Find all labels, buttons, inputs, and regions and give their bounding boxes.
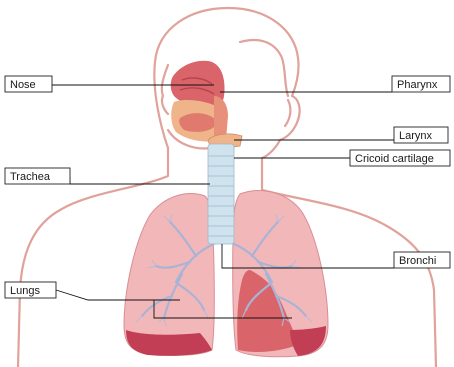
label-larynx: Larynx bbox=[394, 127, 448, 143]
label-trachea-text: Trachea bbox=[10, 171, 51, 183]
label-pharynx: Pharynx bbox=[392, 76, 450, 92]
left-lung bbox=[124, 194, 214, 356]
trachea-body bbox=[208, 144, 234, 244]
trachea-leader bbox=[70, 176, 210, 184]
label-nose-text: Nose bbox=[10, 79, 36, 91]
hair-line bbox=[240, 40, 288, 96]
label-lungs: Lungs bbox=[5, 282, 56, 298]
label-lungs-text: Lungs bbox=[10, 285, 40, 297]
ear-line bbox=[285, 100, 290, 126]
label-trachea: Trachea bbox=[5, 168, 70, 184]
label-nose: Nose bbox=[5, 76, 52, 92]
label-pharynx-text: Pharynx bbox=[397, 79, 438, 91]
trachea-tube bbox=[208, 144, 234, 244]
label-cricoid-text: Cricoid cartilage bbox=[355, 153, 434, 165]
label-cricoid: Cricoid cartilage bbox=[350, 150, 450, 166]
label-larynx-text: Larynx bbox=[399, 130, 433, 142]
nose-profile bbox=[162, 65, 168, 114]
nasal-cavity bbox=[171, 61, 228, 142]
label-bronchi-text: Bronchi bbox=[399, 255, 436, 267]
label-bronchi: Bronchi bbox=[394, 252, 450, 268]
